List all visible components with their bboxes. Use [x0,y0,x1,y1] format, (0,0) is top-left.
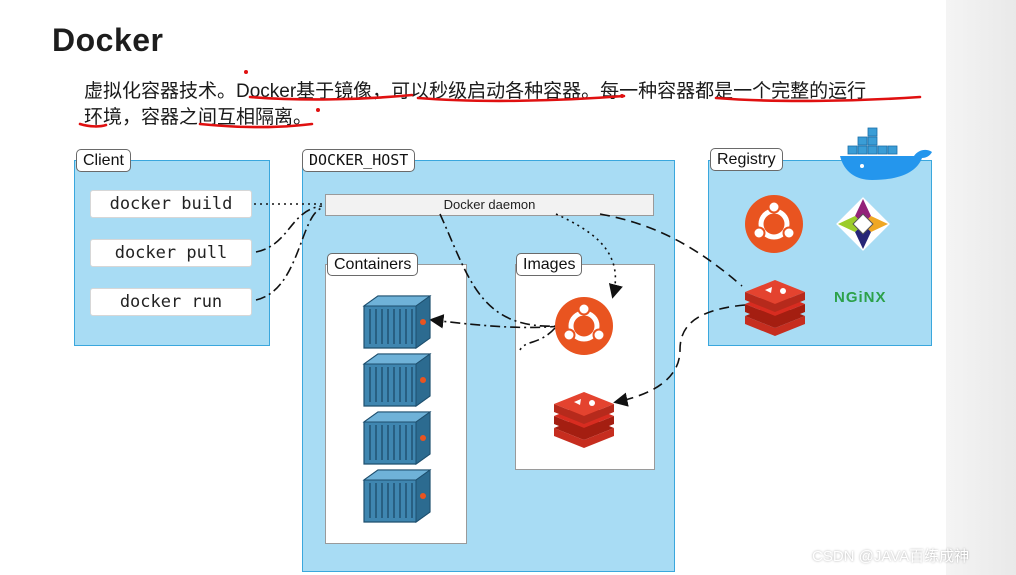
centos-logo-icon [836,197,890,251]
run-connector [255,207,323,301]
docker-whale-icon [840,127,932,180]
redis-logo-icon [554,392,614,448]
csdn-watermark: CSDN @JAVA百练成神 [812,548,970,565]
containers-label: Containers [327,253,419,276]
container-icon [363,353,431,407]
run-from-ubuntu-connector [519,327,556,351]
registry-panel [708,160,932,346]
slide-subtitle-line2: 环境，容器之间互相隔离。 [84,107,313,128]
docker-build-command: docker build [90,190,252,218]
annotation-underline-isolate [198,122,314,129]
annotation-underline-full-env [714,95,922,103]
build-to-images-connector [555,213,623,299]
annotation-underline-seconds [416,94,626,103]
run-to-container-connector [429,213,561,329]
redis-logo-icon [745,280,805,336]
client-label: Client [76,149,131,172]
container-icon [363,469,431,523]
slide-subtitle-line1: 虚拟化容器技术。Docker基于镜像，可以秒级启动各种容器。每一种容器都是一个完… [84,81,867,102]
pull-to-registry-connector [599,213,743,287]
docker-run-command: docker run [90,288,252,316]
annotation-underline-env [78,122,108,128]
container-icon [363,295,431,349]
docker-host-label: DOCKER_HOST [302,149,416,172]
slide-title: Docker [52,22,164,58]
ubuntu-logo-icon [745,195,803,253]
images-label: Images [516,253,583,276]
annotation-underline-docker [248,93,414,101]
registry-label: Registry [710,148,783,171]
nginx-logo: NGiNX [834,289,887,306]
slide-side-band [946,0,1016,575]
docker-daemon-bar: Docker daemon [325,194,654,216]
ubuntu-logo-icon [555,297,613,355]
docker-pull-command: docker pull [90,239,252,267]
container-icon [363,411,431,465]
pull-connector [255,205,323,253]
registry-to-images-connector [613,304,746,407]
